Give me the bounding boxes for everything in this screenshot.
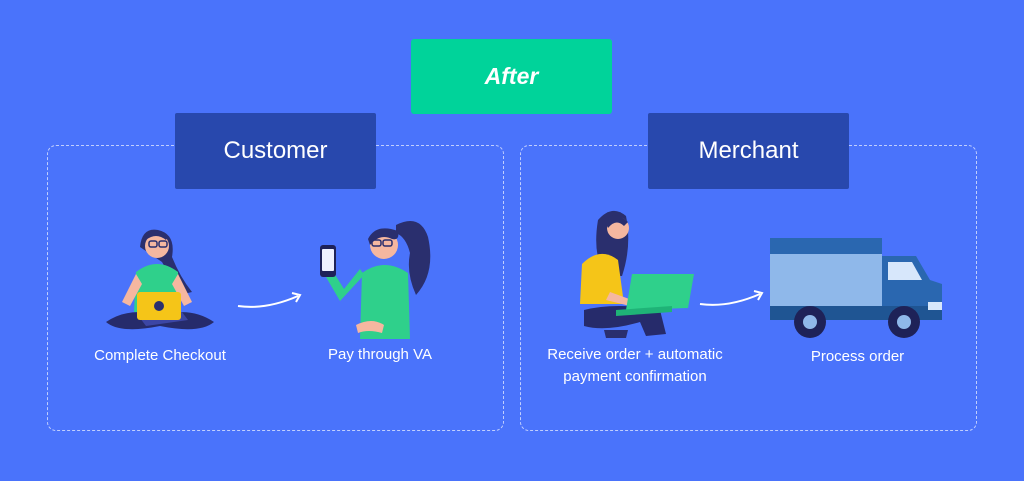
woman-laptop-icon <box>106 229 214 330</box>
merchant-label: Merchant <box>648 113 849 189</box>
arrow-icon <box>237 292 302 308</box>
woman-phone-icon <box>320 221 431 339</box>
step-complete-checkout: Complete Checkout <box>94 347 226 364</box>
step-pay-through-va: Pay through VA <box>328 346 432 363</box>
arrow-icon <box>699 290 764 306</box>
woman-laptop-merchant-icon <box>580 210 694 338</box>
step-receive-order: Receive order + automatic payment confir… <box>547 346 723 385</box>
diagram-title: After <box>411 39 612 114</box>
step-process-order: Process order <box>810 348 905 365</box>
delivery-truck-icon <box>770 238 942 338</box>
customer-label: Customer <box>175 113 376 189</box>
